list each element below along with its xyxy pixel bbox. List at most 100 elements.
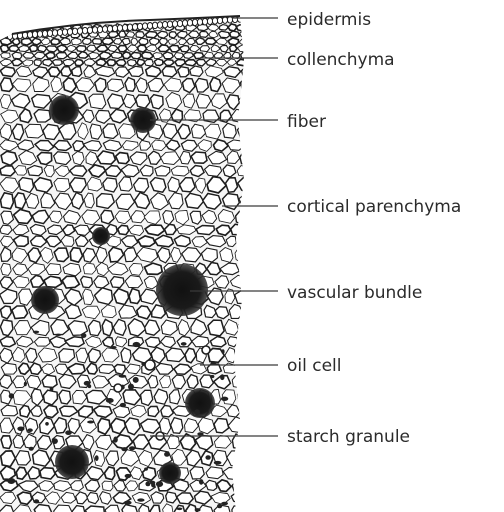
epidermis-cell — [77, 28, 82, 34]
tissue-cell — [228, 337, 239, 347]
tissue-cell — [228, 38, 238, 45]
tissue-cell — [96, 59, 106, 66]
tissue-cell — [75, 59, 84, 65]
tissue-cell — [196, 226, 214, 235]
tissue-cell — [137, 59, 145, 65]
tissue-cell — [118, 225, 129, 234]
epidermis-cell — [137, 23, 142, 29]
starch-granule-mark — [129, 446, 135, 450]
tissue-cell — [1, 53, 11, 59]
epidermis-cell — [157, 22, 162, 28]
tissue-cell — [232, 506, 243, 512]
starch-granule-mark — [87, 421, 94, 424]
tissue-cell — [103, 140, 121, 151]
tissue-cell — [54, 178, 70, 192]
tissue-cell — [114, 39, 122, 45]
starch-granule-mark — [65, 430, 72, 435]
tissue-cell — [127, 60, 136, 67]
starch-granule-mark — [120, 403, 126, 407]
tissue-cell — [38, 45, 47, 52]
starch-granule-mark — [84, 381, 91, 386]
tissue-cell — [258, 31, 267, 38]
tissue-cell — [242, 466, 253, 480]
oil-cell-mark — [145, 360, 155, 370]
tissue-cell — [258, 305, 273, 319]
tissue-cell — [1, 193, 14, 209]
tissue-cell — [241, 406, 259, 417]
tissue-cell — [256, 337, 268, 348]
starch-granule-mark — [214, 461, 222, 465]
starch-granule-mark — [156, 481, 163, 487]
tissue-cell — [256, 67, 272, 77]
tissue-cell — [250, 32, 257, 38]
tissue-cell — [246, 435, 257, 449]
tissue-cell — [32, 38, 41, 45]
starch-granule-mark — [52, 438, 58, 444]
tissue-cell — [122, 38, 130, 44]
starch-granule-mark — [9, 393, 14, 398]
tissue-cell — [56, 53, 67, 59]
tissue-cell — [108, 94, 124, 109]
tissue-cell — [145, 60, 154, 67]
tissue-cell — [241, 78, 253, 92]
epidermis-cell — [42, 30, 47, 36]
epidermis-cell — [132, 24, 137, 30]
epidermis-cell — [7, 33, 12, 39]
starch-granule-mark — [55, 334, 61, 336]
tissue-cell — [254, 93, 268, 109]
tissue-cell — [178, 31, 188, 38]
starch-granule-mark — [128, 384, 134, 390]
tissue-cell — [219, 25, 227, 31]
tissue-cell — [114, 289, 129, 305]
tissue-cell — [70, 248, 82, 263]
label-starch-granule: starch granule — [287, 427, 410, 447]
tissue-cell — [251, 38, 260, 45]
epidermis-cell — [117, 25, 122, 31]
tissue-cell — [195, 78, 208, 92]
tissue-cell — [237, 348, 248, 363]
starch-granule-mark — [221, 397, 228, 401]
epidermis-cell — [57, 29, 62, 35]
tissue-cell — [151, 95, 164, 109]
epidermis-cell — [127, 24, 132, 30]
tissue-cell — [226, 178, 238, 192]
tissue-cell — [239, 94, 255, 110]
starch-granule-mark — [133, 342, 141, 347]
tissue-cell — [248, 418, 266, 433]
tissue-cell — [169, 45, 179, 52]
tissue-cell — [259, 25, 268, 31]
starch-granule-mark — [17, 427, 24, 432]
tissue-cell — [223, 194, 240, 210]
tissue-cell — [12, 306, 28, 319]
tissue-cell — [238, 337, 256, 347]
epidermis-cell — [142, 23, 147, 29]
starch-granule-mark — [210, 375, 214, 378]
starch-granule-mark — [177, 508, 183, 511]
epidermis-cell — [177, 20, 182, 26]
epidermis-cell — [122, 24, 127, 30]
epidermis-cell — [192, 19, 197, 25]
tissue-cell — [116, 153, 129, 164]
starch-granule-mark — [221, 502, 228, 505]
starch-granule-mark — [113, 437, 117, 443]
tissue-cell — [249, 276, 268, 288]
tissue-cell — [146, 32, 158, 38]
tissue-cell — [256, 263, 274, 276]
tissue-cell — [153, 53, 162, 59]
tissue-cell — [185, 60, 196, 66]
tissue-cell — [89, 94, 106, 109]
tissue-cell — [244, 451, 254, 466]
tissue-cell — [257, 236, 276, 246]
oil-cell-mark — [114, 384, 122, 392]
tissue-cell — [1, 263, 11, 275]
tissue-cell — [208, 320, 224, 336]
tissue-cell — [158, 45, 169, 52]
tissue-cell — [1, 78, 14, 92]
tissue-cell — [87, 45, 97, 52]
starch-granule-mark — [111, 346, 116, 349]
tissue-cell — [12, 52, 22, 59]
tissue-cell — [102, 38, 113, 45]
starch-granule-mark — [50, 387, 54, 391]
oil-cell-mark — [202, 346, 210, 354]
tissue-cell — [149, 38, 158, 45]
